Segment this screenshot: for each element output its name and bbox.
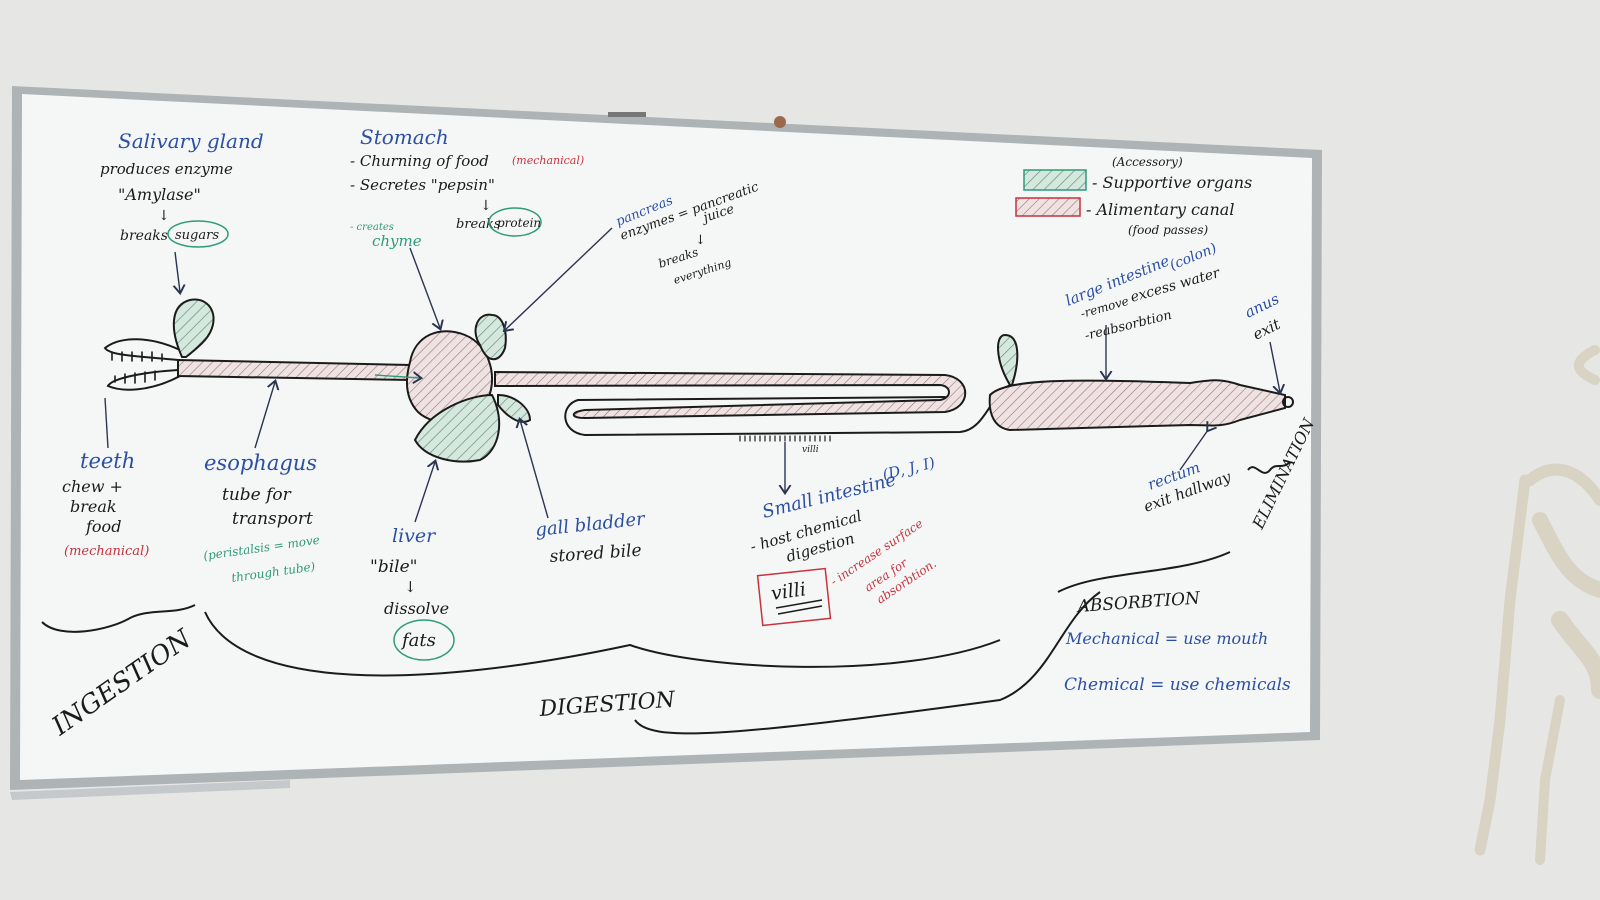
salivary-sugars: sugars: [175, 228, 219, 243]
small-intestine-tube: [494, 370, 967, 420]
absorption-chemical: Chemical = use chemicals: [1064, 675, 1291, 695]
liver-arrow: [414, 462, 435, 523]
liver-arrow-glyph: ↓: [404, 578, 417, 596]
elimination-squiggle: [1247, 461, 1291, 474]
ingestion-brace: [41, 604, 196, 633]
salivary-title: Salivary gland: [118, 129, 264, 153]
liver-bile: "bile": [370, 557, 417, 577]
villi-underline: [775, 599, 823, 615]
legend-supportive: - Supportive organs: [1092, 173, 1252, 192]
rectum-arrow: [1179, 430, 1208, 471]
stomach-mechanical: (mechanical): [512, 154, 584, 167]
salivary-breaks: breaks: [120, 228, 168, 244]
digestion-brace: [204, 611, 1001, 677]
gall-arrow: [520, 420, 549, 519]
liver-dissolve: dissolve: [384, 599, 449, 618]
large-intestine-tube: [988, 379, 1286, 432]
esophagus-arrow: [254, 382, 275, 449]
salivary-line1: produces enzyme: [100, 160, 233, 178]
small-villi: villi: [770, 578, 808, 605]
esophagus-line1: tube for: [222, 485, 292, 505]
chyme-arrow-2: [374, 375, 420, 378]
teeth-arrow: [104, 397, 109, 449]
skeleton-model: [1474, 345, 1600, 865]
salivary-arrow: [175, 251, 180, 292]
teeth-lower: [114, 370, 156, 384]
fats-circle: [393, 619, 455, 661]
legend-alimentary: - Alimentary canal: [1086, 200, 1234, 219]
villi-small-label: villi: [802, 445, 819, 455]
phase-braces: [41, 461, 1291, 735]
teeth-line3: food: [85, 517, 121, 536]
teeth-line1: chew +: [62, 477, 123, 496]
stomach-title: Stomach: [360, 125, 449, 149]
stomach-notes: Stomach - Churning of food (mechanical) …: [350, 125, 584, 250]
salivary-arrow-glyph: ↓: [158, 208, 170, 224]
stomach-line2: - Secretes "pepsin": [350, 176, 495, 194]
teeth-title: teeth: [80, 449, 135, 473]
legend-food-passes: (food passes): [1128, 223, 1208, 237]
absorption-notes: Mechanical = use mouth Chemical = use ch…: [1064, 629, 1291, 695]
sugars-circle: [167, 220, 229, 248]
protein-circle: [488, 207, 542, 237]
chyme-arrow: [409, 247, 440, 328]
villi-box: [756, 567, 832, 627]
magnet: [774, 116, 786, 128]
esophagus-line2: transport: [232, 509, 313, 529]
teeth-notes: teeth chew + break food (mechanical): [62, 449, 149, 559]
anus-arrow: [1269, 341, 1280, 392]
liver-organ: [413, 393, 501, 463]
liver-title: liver: [392, 525, 437, 547]
pancreas-arrow-glyph: ↓: [695, 233, 706, 248]
annotation-arrows: [104, 227, 1280, 523]
stomach-protein: protein: [497, 216, 541, 230]
absorption-mechanical: Mechanical = use mouth: [1065, 629, 1268, 648]
legend-swatch-supportive: [1023, 169, 1087, 191]
villi-marks: [739, 435, 831, 442]
digestive-tract-drawing: [103, 298, 1294, 463]
whiteboard-surface: [20, 94, 1312, 780]
teeth-mechanical: (mechanical): [64, 544, 149, 559]
marker-tray: [10, 780, 290, 800]
absorption-brace: [1057, 551, 1231, 593]
legend-accessory: (Accessory): [1112, 155, 1183, 169]
stomach-chyme: chyme: [372, 232, 422, 250]
liver-notes: liver "bile" ↓ dissolve fats: [370, 525, 455, 661]
small-intestine-notes: villi Small intestine (D, J, I) - host c…: [748, 445, 939, 627]
legend-swatch-alimentary: [1015, 197, 1081, 217]
appendix: [997, 333, 1019, 386]
salivary-gland-notes: Salivary gland produces enzyme "Amylase"…: [100, 129, 264, 248]
board-label: [608, 112, 646, 117]
teeth-upper: [111, 351, 163, 362]
mouth-lower-jaw: [106, 369, 181, 391]
pancreas-arrow: [505, 227, 613, 330]
teeth-line2: break: [70, 497, 117, 516]
salivary-line2: "Amylase": [118, 185, 201, 204]
mouth-upper-jaw: [103, 338, 181, 361]
legend: (Accessory) - Supportive organs - Alimen…: [1015, 155, 1252, 237]
stomach-creates: - creates: [350, 222, 394, 233]
digestion-bottom-brace: [634, 591, 1101, 735]
stomach-line1: - Churning of food: [350, 152, 489, 170]
salivary-gland: [172, 298, 215, 358]
esophagus-title: esophagus: [204, 451, 317, 475]
stomach-arrow-glyph: ↓: [480, 198, 492, 214]
gall-bladder-organ: [497, 393, 532, 423]
liver-fats: fats: [400, 630, 436, 651]
